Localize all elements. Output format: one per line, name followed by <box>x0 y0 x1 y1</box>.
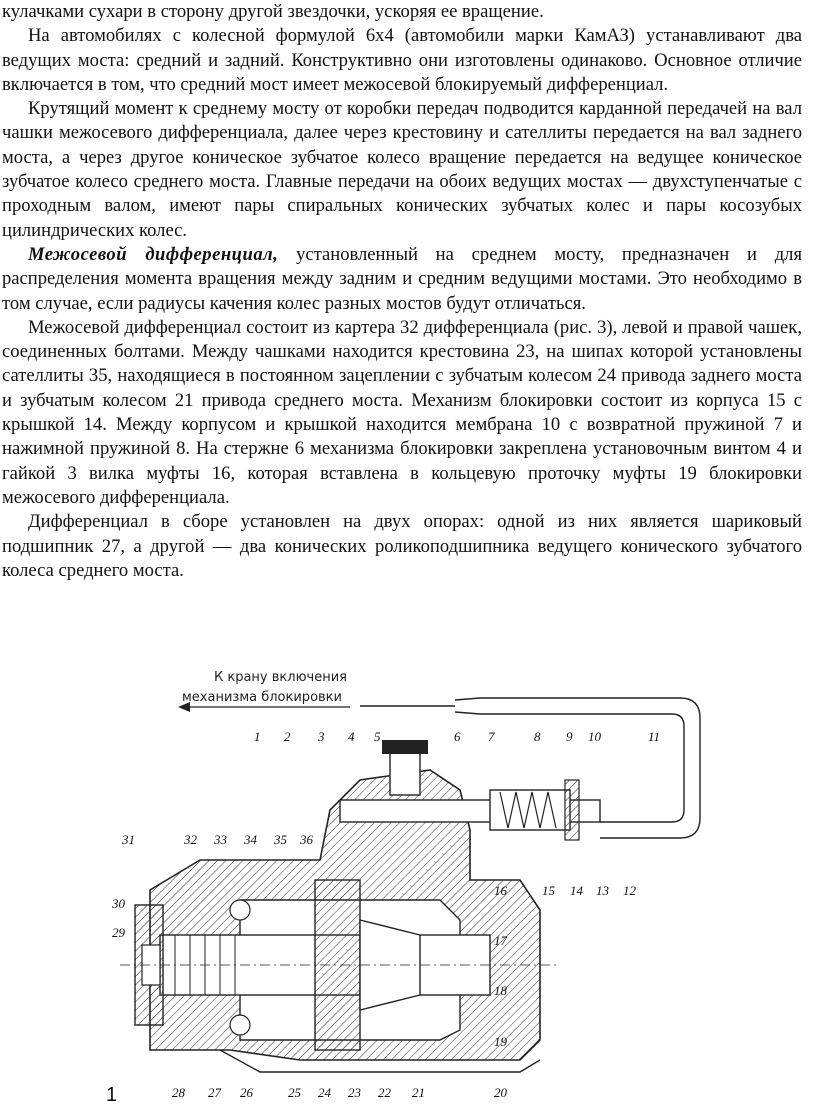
callout-15: 15 <box>542 883 556 898</box>
page-number: 1 <box>106 1084 118 1106</box>
callout-20: 20 <box>494 1085 508 1100</box>
callout-11: 11 <box>648 729 660 744</box>
callout-10: 10 <box>588 729 602 744</box>
callout-1: 1 <box>254 729 261 744</box>
callout-3: 3 <box>317 729 325 744</box>
paragraph: Дифференциал в сборе установлен на двух … <box>2 510 802 583</box>
callout-36: 36 <box>299 832 314 847</box>
paragraph-lead: Межосевой дифференциал, <box>28 243 279 265</box>
paragraph: На автомобилях с колесной формулой 6х4 (… <box>2 24 802 97</box>
callout-22: 22 <box>378 1085 392 1100</box>
caption-line-1: К крану включения <box>214 670 347 685</box>
callout-21: 21 <box>412 1085 425 1100</box>
callout-26: 26 <box>240 1085 254 1100</box>
callout-24: 24 <box>318 1085 332 1100</box>
callout-17: 17 <box>494 933 508 948</box>
callout-28: 28 <box>172 1085 186 1100</box>
caption-line-2: механизма блокировки <box>182 690 342 705</box>
callout-4: 4 <box>348 729 355 744</box>
callout-18: 18 <box>494 983 508 998</box>
housing <box>120 740 601 1073</box>
paragraph: Крутящий момент к среднему мосту от коро… <box>2 97 802 243</box>
paragraph-text: На автомобилях с колесной формулой 6х4 (… <box>2 25 802 95</box>
callout-2: 2 <box>284 729 291 744</box>
callout-12: 12 <box>623 883 637 898</box>
callout-6: 6 <box>454 729 461 744</box>
control-pipe <box>360 697 701 839</box>
callout-7: 7 <box>488 729 495 744</box>
callout-16: 16 <box>494 883 508 898</box>
callout-32: 32 <box>183 832 198 847</box>
callout-33: 33 <box>213 832 228 847</box>
paragraph-text: Крутящий момент к среднему мосту от коро… <box>2 98 802 241</box>
callout-25: 25 <box>288 1085 302 1100</box>
paragraph-text: установленный на среднем мосту, предназн… <box>2 243 802 314</box>
caption: К крану включения механизма блокировки <box>178 670 350 712</box>
callout-30: 30 <box>111 896 126 911</box>
paragraph: кулачками сухари в сторону другой звездо… <box>2 0 802 24</box>
callout-19: 19 <box>494 1034 508 1049</box>
callout-9: 9 <box>566 729 573 744</box>
callout-31: 31 <box>121 832 135 847</box>
differential-drawing: К крану включения механизма блокировки <box>111 670 701 1100</box>
arrow-left-icon <box>178 702 190 712</box>
callouts: 1 2 3 4 5 6 7 8 9 10 11 12 13 14 15 16 1… <box>111 729 660 1100</box>
callout-5: 5 <box>374 729 381 744</box>
paragraph-text: Дифференциал в сборе установлен на двух … <box>2 511 802 581</box>
callout-35: 35 <box>273 832 288 847</box>
callout-13: 13 <box>596 883 610 898</box>
callout-8: 8 <box>534 729 541 744</box>
callout-27: 27 <box>208 1085 222 1100</box>
paragraph: Межосевой дифференциал, установленный на… <box>2 243 802 316</box>
callout-29: 29 <box>112 925 126 940</box>
paragraph-text: кулачками сухари в сторону другой звездо… <box>2 1 544 22</box>
callout-14: 14 <box>570 883 584 898</box>
paragraph-text: Межосевой дифференциал состоит из картер… <box>2 316 802 508</box>
callout-23: 23 <box>348 1085 362 1100</box>
paragraph: Межосевой дифференциал состоит из картер… <box>2 316 802 510</box>
callout-34: 34 <box>243 832 258 847</box>
body-text: кулачками сухари в сторону другой звездо… <box>2 0 802 583</box>
